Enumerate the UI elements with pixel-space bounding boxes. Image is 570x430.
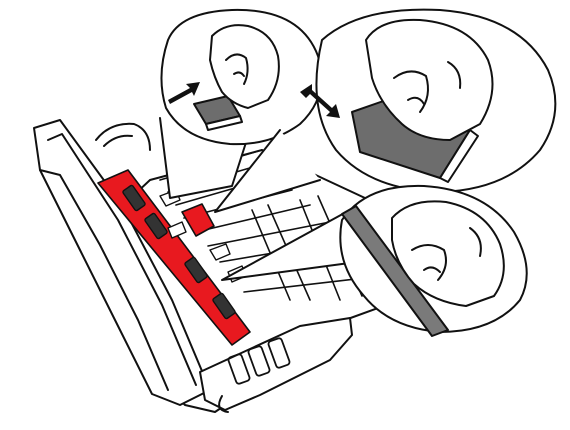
lid-hinge-inner (104, 136, 132, 146)
